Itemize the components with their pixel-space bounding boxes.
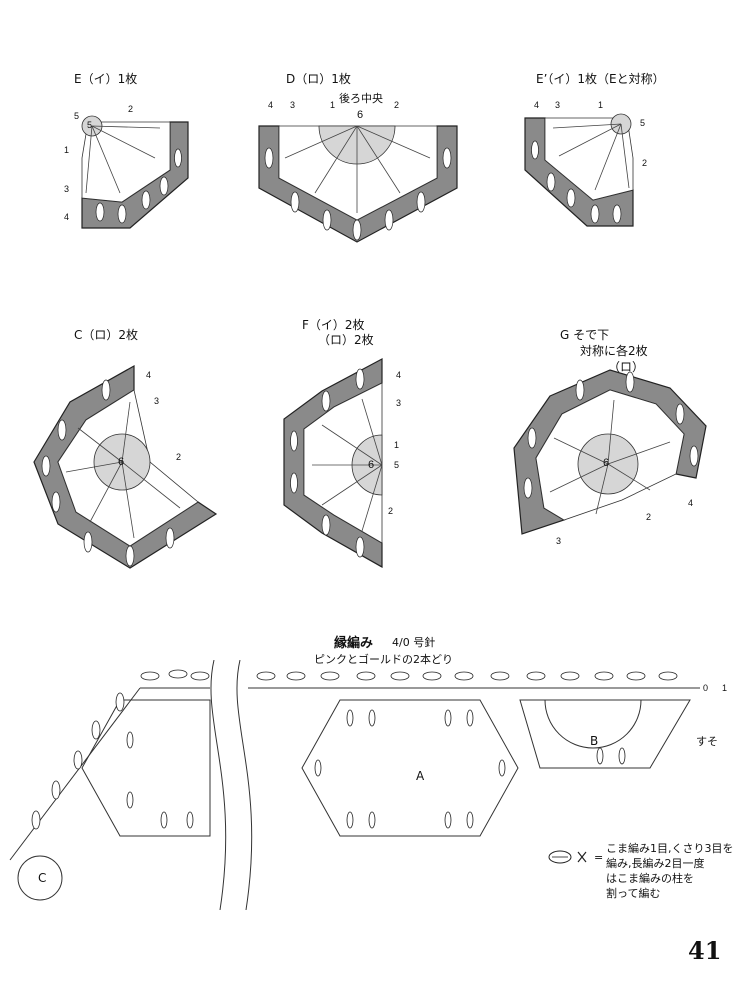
motif-e-label-2: 2 xyxy=(128,104,134,114)
motif-g-diagram xyxy=(513,369,707,535)
motif-e2-label-3: 3 xyxy=(555,100,561,110)
motif-g-center-number: 6 xyxy=(603,457,610,469)
legend-line-1: こま編み1目,くさり3目を xyxy=(606,842,734,855)
motif-a-label: A xyxy=(416,769,425,783)
motif-e-diagram xyxy=(81,115,189,229)
motif-g-title-line3: （ロ） xyxy=(608,360,645,374)
motif-d-title: D（ロ）1枚 xyxy=(286,72,351,86)
motif-e2-label-5: 5 xyxy=(640,118,646,128)
motif-f-diagram xyxy=(283,358,383,569)
motif-e-label-1: 1 xyxy=(64,145,70,155)
motif-f-label-3: 3 xyxy=(396,398,402,408)
motif-f-label-4: 4 xyxy=(396,370,402,380)
edging-yarn: ピンクとゴールドの2本どり xyxy=(314,653,453,666)
motif-c-label-4: 4 xyxy=(146,370,152,380)
motif-e-label-3: 3 xyxy=(64,184,70,194)
hem-label: すそ xyxy=(696,735,718,748)
legend-symbol-icon xyxy=(548,850,587,864)
edging-row-1: 1 xyxy=(722,683,728,693)
motif-c-label-3: 3 xyxy=(154,396,160,406)
motif-e-label-4: 4 xyxy=(64,212,70,222)
motif-f-label-1: 1 xyxy=(394,440,400,450)
motif-e2-title: E’（イ）1枚（Eと対称） xyxy=(536,72,665,86)
motif-d-center-label: 後ろ中央 xyxy=(339,92,383,105)
motif-g-title-line2: 対称に各2枚 xyxy=(580,344,648,358)
page-number: 41 xyxy=(688,936,722,965)
motif-d-label-3: 3 xyxy=(290,100,296,110)
motif-f-title-line1: F（イ）2枚 xyxy=(302,318,365,332)
motif-e2-label-4: 4 xyxy=(534,100,540,110)
motif-f-label-5: 5 xyxy=(394,460,400,470)
motif-g-label-3: 3 xyxy=(556,536,562,546)
motif-f-title-line2: （ロ）2枚 xyxy=(318,333,374,347)
motif-g-label-2: 2 xyxy=(646,512,652,522)
edging-diagram xyxy=(9,660,700,910)
motif-g-title-line1: G そで下 xyxy=(560,328,610,342)
motif-e2-label-1: 1 xyxy=(598,100,604,110)
edging-hook-size: 4/0 号針 xyxy=(392,636,436,649)
motif-c-label-2: 2 xyxy=(176,452,182,462)
motif-f-center-number: 6 xyxy=(368,459,375,471)
motif-e-title: E（イ）1枚 xyxy=(74,72,138,86)
motif-c-edge-label: C xyxy=(38,871,47,885)
motif-e2-label-2: 2 xyxy=(642,158,648,168)
motif-d-label-2: 2 xyxy=(394,100,400,110)
motif-e2-diagram xyxy=(524,113,634,227)
edging-row-0: 0 xyxy=(703,683,709,693)
legend-line-2: 編み,長編み2目一度 xyxy=(606,857,705,870)
motif-e-center-number: 5 xyxy=(87,120,93,130)
motif-f-label-2: 2 xyxy=(388,506,394,516)
motif-g-label-4: 4 xyxy=(688,498,694,508)
motif-c-title: C（ロ）2枚 xyxy=(74,328,139,342)
motif-e-label-5: 5 xyxy=(74,111,80,121)
edging-title: 縁編み xyxy=(334,636,374,651)
legend-line-4: 割って編む xyxy=(606,887,661,900)
motif-c-diagram xyxy=(33,364,218,569)
motif-d-diagram xyxy=(258,125,458,243)
motif-b-label: B xyxy=(590,734,599,748)
motif-d-label-4: 4 xyxy=(268,100,274,110)
motif-d-label-1: 1 xyxy=(330,100,336,110)
motif-d-center-number: 6 xyxy=(357,109,364,121)
legend-line-3: はこま編みの柱を xyxy=(606,872,694,885)
motif-c-center-number: 6 xyxy=(118,456,125,468)
legend-equals: = xyxy=(594,851,604,864)
